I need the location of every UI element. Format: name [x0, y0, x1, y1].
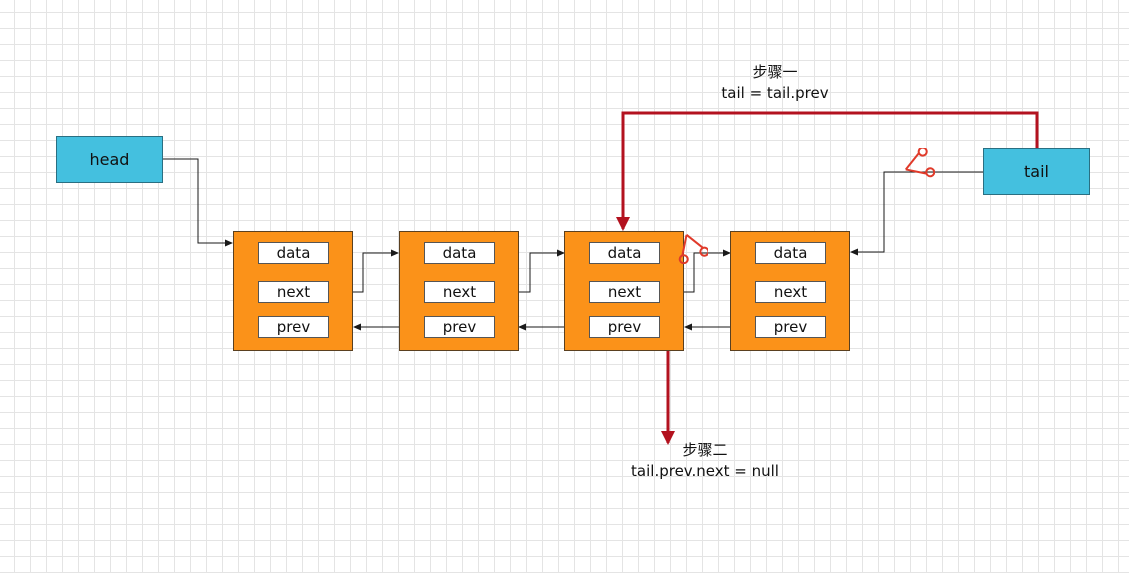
node-next-field: next [424, 281, 495, 303]
tail-label: tail [1024, 162, 1049, 181]
node-prev-field: prev [589, 316, 660, 338]
step1-arrow [616, 111, 1039, 231]
node-data-field: data [258, 242, 329, 264]
head-to-node1-arrow [163, 158, 233, 247]
head-pointer-box: head [56, 136, 163, 183]
tail-pointer-box: tail [983, 148, 1090, 195]
head-label: head [89, 150, 130, 169]
node-data-field: data [755, 242, 826, 264]
list-node-3: data next prev [564, 231, 684, 351]
step2-title: 步骤二 [682, 441, 728, 459]
node-prev-field: prev [755, 316, 826, 338]
node-next-field: next [589, 281, 660, 303]
step1-title: 步骤一 [752, 63, 798, 81]
scissors-icon [678, 234, 708, 264]
node-next-field: next [258, 281, 329, 303]
list-node-1: data next prev [233, 231, 353, 351]
node-prev-field: prev [424, 316, 495, 338]
node-data-field: data [424, 242, 495, 264]
tail-to-node4-arrow [850, 171, 983, 256]
list-node-4: data next prev [730, 231, 850, 351]
scissors-icon [905, 148, 935, 178]
node-data-field: data [589, 242, 660, 264]
step2-code: tail.prev.next = null [631, 462, 779, 480]
step1-code: tail = tail.prev [721, 84, 829, 102]
node-next-field: next [755, 281, 826, 303]
node-prev-field: prev [258, 316, 329, 338]
list-node-2: data next prev [399, 231, 519, 351]
